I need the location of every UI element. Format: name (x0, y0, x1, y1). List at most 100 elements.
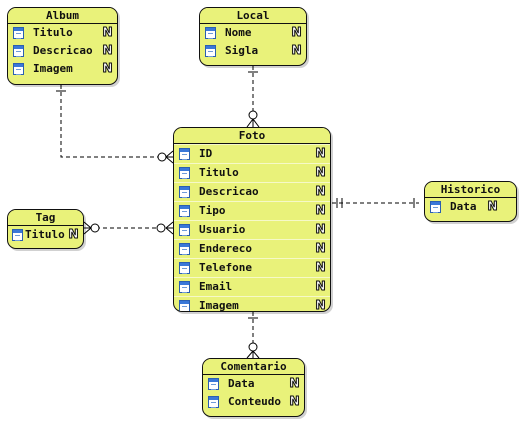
attribute-row[interactable]: Titulo N (174, 163, 330, 182)
table-field-icon (205, 45, 216, 57)
table-field-icon (205, 27, 216, 39)
comentario-crow-left (246, 350, 254, 359)
album-entity[interactable]: Album Titulo N Descricao N Imagem N (7, 7, 118, 85)
attribute-name: Nome (225, 26, 252, 39)
entity-title: Foto (174, 128, 330, 144)
tag-zero-circle (90, 223, 100, 233)
album-foto-crow-top (165, 150, 174, 158)
table-field-icon (179, 186, 190, 198)
attribute-row[interactable]: Imagem N (8, 60, 117, 78)
nullable-n-icon: N (315, 298, 326, 312)
table-field-icon (179, 148, 190, 160)
nullable-n-icon: N (289, 376, 300, 390)
tag-foto-zero-circle (156, 223, 166, 233)
nullable-n-icon: N (289, 394, 300, 408)
nullable-n-icon: N (102, 25, 113, 39)
local-foto-zero-circle (248, 110, 258, 120)
attribute-name: Sigla (225, 44, 259, 57)
nullable-n-icon: N (315, 184, 326, 198)
nullable-n-icon: N (315, 241, 326, 255)
nullable-n-icon: N (102, 61, 113, 75)
nullable-n-icon: N (102, 43, 113, 57)
table-field-icon (179, 281, 190, 293)
nullable-n-icon: N (315, 260, 326, 274)
nullable-n-icon: N (291, 43, 302, 57)
attribute-name: Usuario (199, 223, 246, 236)
attribute-row[interactable]: Email N (174, 277, 330, 296)
attribute-row[interactable]: Titulo N (8, 24, 117, 42)
table-field-icon (13, 63, 24, 75)
tag-entity[interactable]: Tag Titulo N (7, 209, 84, 249)
attribute-row[interactable]: Tipo N (174, 201, 330, 220)
foto-entity[interactable]: Foto ID N Titulo N Descricao N Tipo N Us… (173, 127, 331, 312)
entity-title: Tag (8, 210, 83, 226)
attribute-name: Descricao (33, 44, 93, 57)
tag-foto-crow-top (165, 221, 174, 229)
attribute-name: Email (199, 280, 233, 293)
nullable-n-icon: N (315, 222, 326, 236)
local-foto-crow-left (246, 118, 254, 128)
attribute-row[interactable]: ID N (174, 144, 330, 163)
tag-crow-bottom (83, 227, 92, 235)
attribute-row[interactable]: Nome N (200, 24, 306, 42)
nullable-n-icon: N (487, 199, 498, 213)
table-field-icon (208, 378, 219, 390)
table-field-icon (430, 201, 441, 213)
local-foto-crow-right (252, 118, 260, 128)
attribute-name: Data (228, 377, 255, 390)
historico-entity[interactable]: Historico Data N (424, 181, 517, 222)
local-entity[interactable]: Local Nome N Sigla N (199, 7, 307, 66)
attribute-name: Tipo (199, 204, 226, 217)
entity-title: Local (200, 8, 306, 24)
table-field-icon (13, 27, 24, 39)
attribute-row[interactable]: Endereco N (174, 239, 330, 258)
attribute-name: Imagem (33, 62, 73, 75)
table-field-icon (179, 243, 190, 255)
nullable-n-icon: N (315, 165, 326, 179)
attribute-name: Titulo (25, 228, 65, 241)
comentario-entity[interactable]: Comentario Data N Conteudo N (202, 358, 305, 417)
attribute-row[interactable]: Conteudo N (203, 393, 304, 411)
attribute-name: Data (450, 200, 477, 213)
attribute-name: Titulo (199, 166, 239, 179)
tag-foto-crow-bottom (165, 227, 174, 235)
attribute-row[interactable]: Data N (425, 198, 516, 216)
table-field-icon (179, 167, 190, 179)
table-field-icon (179, 205, 190, 217)
attribute-row[interactable]: Imagem N (174, 296, 330, 312)
nullable-n-icon: N (68, 227, 79, 241)
table-field-icon (179, 224, 190, 236)
attribute-row[interactable]: Descricao N (8, 42, 117, 60)
nullable-n-icon: N (315, 279, 326, 293)
table-field-icon (179, 300, 190, 311)
attribute-name: Conteudo (228, 395, 281, 408)
album-foto-zero-circle (157, 152, 167, 162)
attribute-name: Titulo (33, 26, 73, 39)
tag-crow-top (83, 221, 92, 229)
attribute-row[interactable]: Sigla N (200, 42, 306, 60)
attribute-name: Endereco (199, 242, 252, 255)
attribute-name: ID (199, 147, 213, 160)
attribute-row[interactable]: Descricao N (174, 182, 330, 201)
attribute-row[interactable]: Usuario N (174, 220, 330, 239)
nullable-n-icon: N (315, 146, 326, 160)
attribute-name: Telefone (199, 261, 252, 274)
table-field-icon (12, 229, 23, 241)
nullable-n-icon: N (291, 25, 302, 39)
attribute-row[interactable]: Data N (203, 375, 304, 393)
album-foto-crow-bottom (165, 156, 174, 164)
comentario-zero-circle (248, 342, 258, 352)
table-field-icon (13, 45, 24, 57)
album-foto-line (60, 85, 168, 158)
comentario-crow-right (252, 350, 260, 359)
attribute-row[interactable]: Telefone N (174, 258, 330, 277)
entity-title: Historico (425, 182, 516, 198)
attribute-row[interactable]: Titulo N (8, 226, 83, 244)
entity-title: Album (8, 8, 117, 24)
table-field-icon (208, 396, 219, 408)
nullable-n-icon: N (315, 203, 326, 217)
attribute-name: Descricao (199, 185, 259, 198)
table-field-icon (179, 262, 190, 274)
entity-title: Comentario (203, 359, 304, 375)
